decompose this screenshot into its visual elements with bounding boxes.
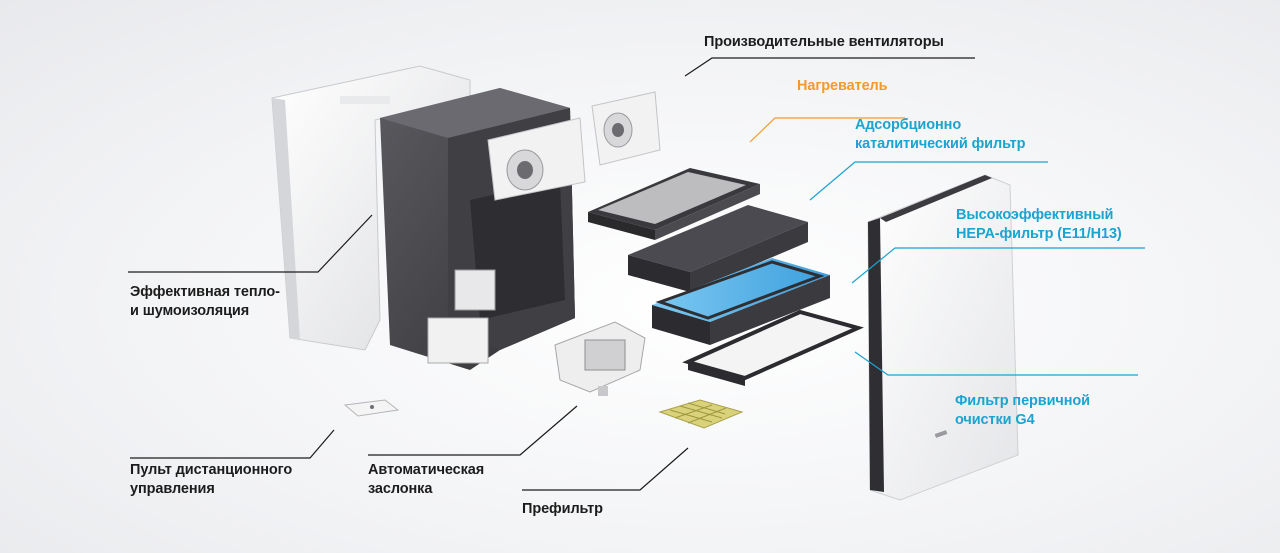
hepa-filter	[652, 258, 830, 345]
heater	[588, 168, 760, 240]
label-damper-line-2: заслонка	[368, 481, 433, 497]
leader-fans	[684, 57, 975, 77]
label-adsorption-line-1: Адсорбционно	[855, 117, 962, 133]
adsorption-filter	[628, 205, 808, 292]
leader-damper	[368, 405, 578, 456]
automatic-damper	[554, 321, 646, 396]
leader-lines	[128, 57, 1145, 491]
label-remote: Пульт дистанционного управления	[130, 461, 292, 499]
label-insulation-line-1: Эффективная тепло-	[130, 284, 280, 300]
label-damper: Автоматическая заслонка	[368, 461, 484, 499]
label-remote-line-1: Пульт дистанционного	[130, 462, 293, 478]
label-g4-line-1: Фильтр первичной	[955, 393, 1090, 409]
label-prefilter: Префильтр	[522, 501, 603, 517]
label-hepa-line-2: HEPA-фильтр (E11/H13)	[956, 226, 1122, 242]
label-g4-filter: Фильтр первичной очистки G4	[955, 392, 1090, 430]
label-damper-line-1: Автоматическая	[368, 462, 485, 478]
g4-filter	[682, 309, 864, 386]
label-adsorption-line-2: каталитический фильтр	[855, 136, 1026, 152]
label-insulation-line-2: и шумоизоляция	[130, 303, 250, 319]
leader-remote	[130, 429, 335, 459]
label-adsorption-filter: Адсорбционно каталитический фильтр	[855, 116, 1026, 154]
label-heater: Нагреватель	[797, 78, 888, 94]
label-hepa-filter: Высокоэффективный HEPA-фильтр (E11/H13)	[956, 206, 1122, 244]
leader-heater	[749, 117, 905, 143]
fans	[487, 91, 661, 201]
leader-adsorption	[809, 161, 1048, 201]
label-hepa-line-1: Высокоэффективный	[956, 207, 1114, 223]
prefilter	[658, 399, 744, 429]
leader-insulation	[128, 214, 373, 273]
label-remote-line-2: управления	[130, 481, 215, 497]
label-insulation: Эффективная тепло- и шумоизоляция	[130, 283, 280, 321]
label-g4-line-2: очистки G4	[955, 412, 1035, 428]
leader-hepa	[851, 247, 1145, 284]
insulation-shell	[271, 65, 471, 351]
label-fans: Производительные вентиляторы	[704, 34, 944, 50]
remote-control	[343, 399, 400, 417]
front-panel	[867, 174, 1019, 501]
leader-g4	[854, 351, 1138, 376]
leader-prefilter	[522, 447, 689, 491]
